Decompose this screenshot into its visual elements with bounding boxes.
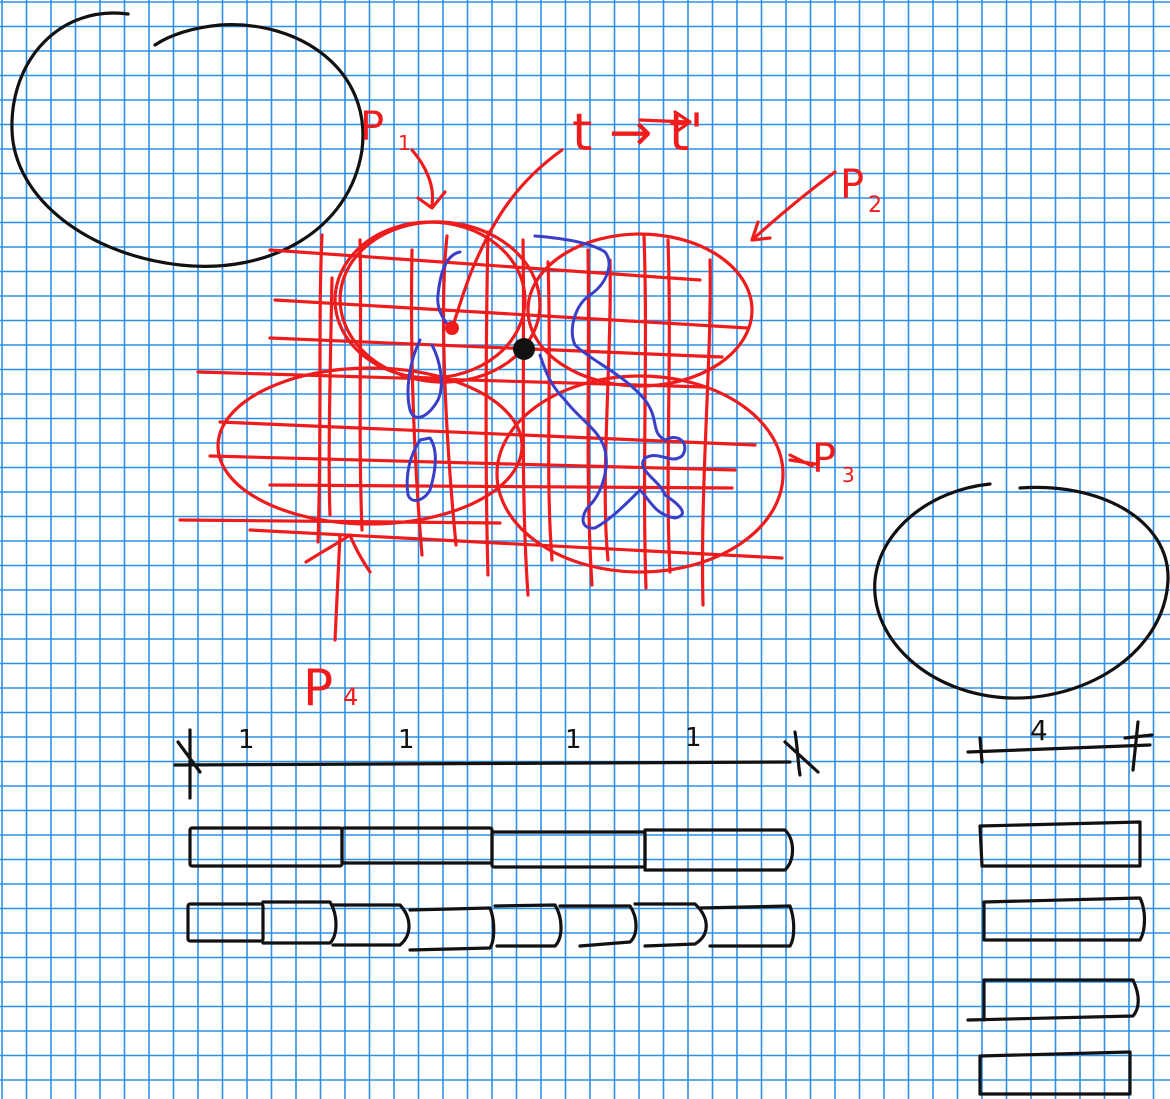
- p2-subscript: 2: [868, 193, 882, 218]
- block-column-right: [966, 820, 1147, 1096]
- timeline-tick-4: 1: [685, 723, 702, 753]
- p3-label: P: [812, 436, 836, 482]
- p4-subscript: 4: [343, 683, 358, 711]
- block-row-1: [188, 826, 795, 872]
- right-timeline-tick: 4: [1030, 714, 1048, 747]
- black-circle-top-left: [10, 11, 365, 268]
- timeline-tick-2: 1: [398, 725, 415, 755]
- blue-irregular-shapes: [405, 234, 687, 530]
- p3-subscript: 3: [842, 463, 855, 487]
- right-timeline: 4: [966, 714, 1154, 772]
- black-dot: [513, 338, 535, 360]
- p1-subscript: 1: [398, 131, 411, 155]
- annotation-arrows: [304, 110, 837, 642]
- transition-label: t → t': [572, 103, 704, 163]
- timeline-tick-1: 1: [238, 725, 255, 755]
- black-circle-right: [873, 482, 1170, 700]
- p2-label: P: [840, 162, 864, 208]
- red-grid-strokes: [178, 230, 784, 607]
- block-row-2: [186, 900, 796, 952]
- timeline-tick-3: 1: [565, 725, 582, 755]
- main-timeline: 1 1 1 1: [173, 723, 820, 800]
- p1-label: P: [360, 104, 384, 150]
- p4-label: P: [303, 659, 333, 717]
- red-dot: [445, 321, 459, 335]
